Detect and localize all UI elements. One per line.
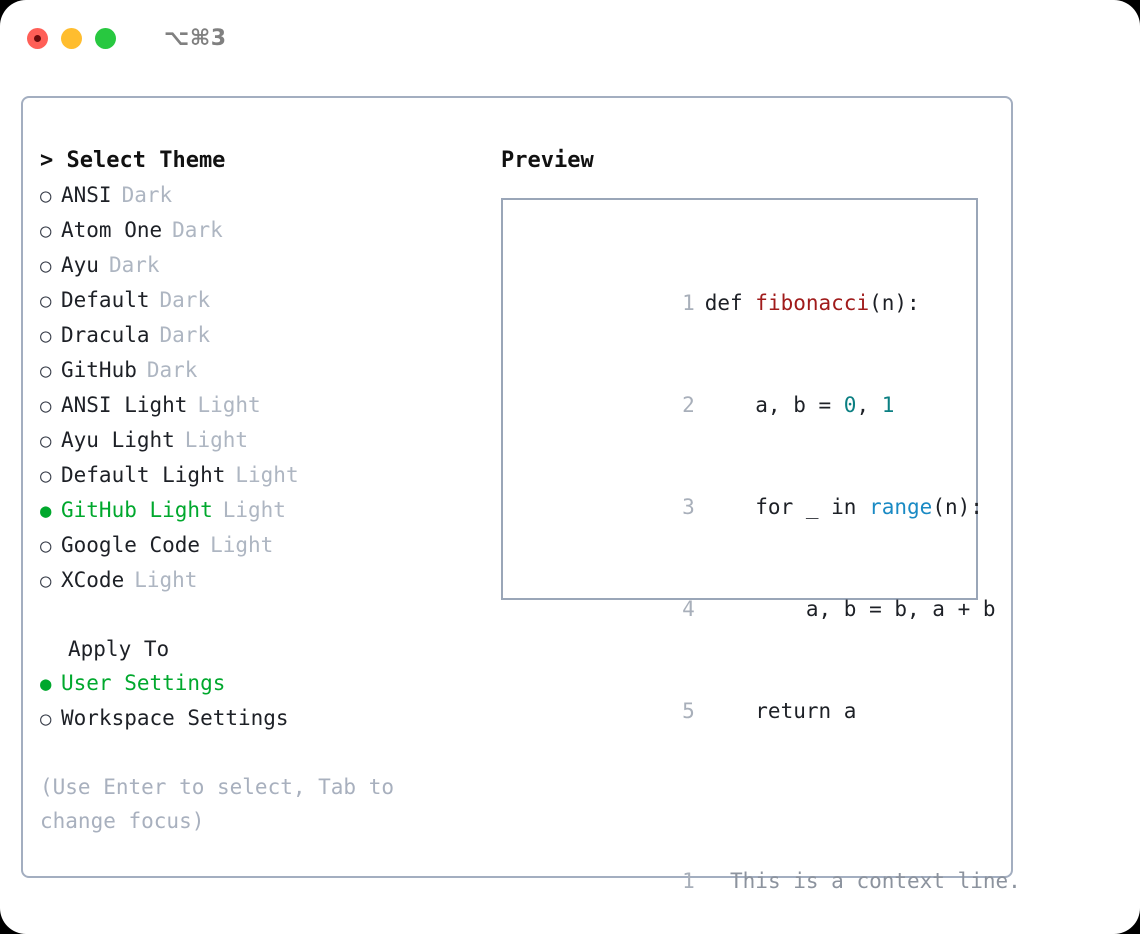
line-number: 1 [682,291,695,315]
code-token: return a [704,699,857,723]
panel-columns: > Select Theme ○ ANSI Dark ○ Atom One Da… [23,98,1021,893]
code-token: range [869,495,933,519]
diff-marker [705,869,730,893]
radio-icon: ○ [40,708,52,730]
theme-name: ANSI Light [61,393,188,417]
theme-name: Ayu [61,253,99,277]
theme-category: Dark [146,358,198,382]
code-line: 3 for _ in range(n): [521,456,983,558]
radio-icon: ○ [40,290,52,312]
theme-category: Light [210,533,274,557]
theme-name: Ayu Light [61,428,175,452]
theme-category: Dark [172,218,223,242]
line-number: 2 [682,393,695,417]
apply-to-item-user-settings[interactable]: ● User Settings [40,666,478,701]
theme-name: Default [61,288,150,312]
code-token: fibonacci [755,291,870,315]
theme-name: Dracula [61,323,150,347]
theme-name: ANSI [61,183,112,207]
theme-list-item-github-light[interactable]: ● GitHub Light Light [40,493,478,528]
theme-category: Dark [108,253,160,277]
diff-text: This is a context line. [730,869,1021,893]
code-token: , [856,393,882,417]
theme-list-item-atom-one-dark[interactable]: ○ Atom One Dark [40,213,478,248]
code-token: a, b = b, a + b [704,597,996,621]
code-token: (n): [932,495,983,519]
theme-category: Light [235,463,299,487]
radio-icon-selected: ● [40,500,52,522]
preview-heading: Preview [501,148,594,173]
title-bar: ⌥⌘3 [0,0,1140,76]
theme-category: Dark [159,288,211,312]
theme-list-item-ansi-dark[interactable]: ○ ANSI Dark [40,178,478,213]
close-button[interactable] [27,27,48,49]
theme-name: XCode [61,568,125,592]
theme-category: Light [134,568,198,592]
theme-category: Light [222,498,286,522]
line-number: 4 [682,597,695,621]
apply-to-label: User Settings [61,671,226,695]
theme-list-item-ansi-light[interactable]: ○ ANSI Light Light [40,388,478,423]
radio-icon: ○ [40,395,52,417]
theme-list-item-dracula-dark[interactable]: ○ Dracula Dark [40,318,478,353]
line-number: 5 [682,699,695,723]
theme-list-item-ayu-dark[interactable]: ○ Ayu Dark [40,248,478,283]
theme-category: Light [197,393,261,417]
theme-selector-column: > Select Theme ○ ANSI Dark ○ Atom One Da… [23,144,478,838]
theme-list-item-github-dark[interactable]: ○ GitHub Dark [40,353,478,388]
main-panel: > Select Theme ○ ANSI Dark ○ Atom One Da… [21,96,1021,893]
code-token: def [704,291,756,315]
apply-to-label: Workspace Settings [61,706,289,730]
zoom-button[interactable] [95,27,116,49]
line-number: 1 [682,869,695,893]
theme-name: Atom One [61,218,163,242]
radio-icon: ○ [40,465,52,487]
theme-list-item-ayu-light[interactable]: ○ Ayu Light Light [40,423,478,458]
theme-list-item-xcode[interactable]: ○ XCode Light [40,563,478,598]
theme-name: GitHub [61,358,137,382]
radio-icon: ○ [40,220,52,242]
code-line: 1 def fibonacci(n): [521,252,976,354]
apply-to-item-workspace-settings[interactable]: ○ Workspace Settings [40,701,478,736]
line-number: 3 [682,495,695,519]
radio-icon: ○ [40,570,52,592]
theme-name: GitHub Light [61,498,213,522]
theme-category: Light [184,428,249,452]
radio-icon-selected: ● [40,673,52,695]
radio-icon: ○ [40,255,52,277]
code-token: 1 [881,393,895,417]
select-theme-heading: > Select Theme [40,148,226,173]
code-line: 2 a, b = 0, 1 [521,354,976,456]
code-token: (n): [869,291,920,315]
code-gap [521,796,976,830]
radio-icon: ○ [40,430,52,452]
minimize-button[interactable] [61,27,82,49]
code-line: 4 a, b = b, a + b [521,558,995,660]
apply-to-heading: Apply To [68,637,170,661]
code-token: a, b = [704,393,844,417]
radio-icon: ○ [40,185,52,207]
theme-list-item-default-light[interactable]: ○ Default Light Light [40,458,478,493]
theme-name: Default Light [61,463,226,487]
code-token: 0 [843,393,857,417]
code-token: for _ in [704,495,870,519]
theme-list-item-default-dark[interactable]: ○ Default Dark [40,283,478,318]
theme-category: Dark [159,323,211,347]
code-gap [521,762,976,796]
radio-icon: ○ [40,535,52,557]
radio-icon: ○ [40,360,52,382]
code-line: 5 return a [521,660,976,762]
traffic-lights [27,27,116,49]
theme-list-item-google-code[interactable]: ○ Google Code Light [40,528,478,563]
diff-line-context: 1 This is a context line. [521,830,1021,932]
radio-icon: ○ [40,325,52,347]
keyboard-shortcut-label: ⌥⌘3 [164,25,227,51]
theme-category: Dark [121,183,173,207]
theme-name: Google Code [61,533,201,557]
keyboard-hint-text: (Use Enter to select, Tab to change focu… [40,775,395,833]
